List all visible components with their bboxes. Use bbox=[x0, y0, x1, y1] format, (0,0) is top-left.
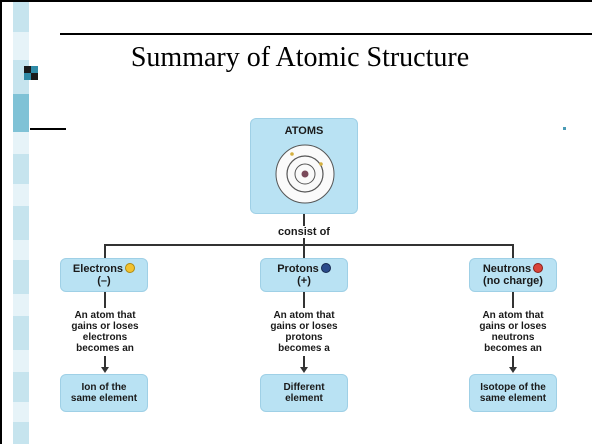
electron-dot-icon bbox=[125, 263, 136, 273]
protons-description: An atom that gains or loses protons beco… bbox=[259, 310, 349, 354]
result-line: Ion of the bbox=[81, 382, 127, 393]
title-rule-top bbox=[60, 33, 592, 35]
slide-left-border bbox=[0, 0, 2, 444]
branch-line bbox=[512, 244, 514, 258]
description-line: gains or loses bbox=[270, 321, 338, 332]
result-line: element bbox=[285, 393, 323, 404]
description-line: gains or loses bbox=[479, 321, 547, 332]
description-line: An atom that bbox=[482, 310, 544, 321]
result-line: same element bbox=[479, 393, 547, 404]
decorative-dot bbox=[563, 127, 566, 130]
arrow-down-icon bbox=[101, 367, 109, 373]
arrow-down-icon bbox=[300, 367, 308, 373]
description-line: becomes a bbox=[278, 343, 330, 354]
protons-charge: (+) bbox=[297, 275, 311, 287]
result-line: Different bbox=[283, 382, 325, 393]
description-line: gains or loses bbox=[71, 321, 139, 332]
connector-label: consist of bbox=[278, 226, 330, 238]
title-rule-bottom bbox=[30, 128, 66, 130]
arrow-line bbox=[303, 356, 305, 368]
atoms-node: ATOMS bbox=[250, 118, 358, 214]
neutron-dot-icon bbox=[533, 263, 544, 273]
electrons-description: An atom that gains or loses electrons be… bbox=[60, 310, 150, 354]
branch-line bbox=[303, 244, 305, 258]
description-line: An atom that bbox=[74, 310, 136, 321]
slide-title: Summary of Atomic Structure bbox=[130, 42, 470, 73]
atoms-label: ATOMS bbox=[284, 125, 324, 137]
arrow-line bbox=[512, 356, 514, 368]
arrow-line bbox=[104, 356, 106, 368]
electrons-node: Electrons (–) bbox=[60, 258, 148, 292]
connector-line bbox=[303, 238, 305, 244]
result-line: same element bbox=[70, 393, 138, 404]
branch-line bbox=[303, 292, 305, 308]
description-line: An atom that bbox=[273, 310, 335, 321]
proton-dot-icon bbox=[320, 263, 331, 273]
decorative-side-strip bbox=[13, 2, 29, 444]
neutrons-description: An atom that gains or loses neutrons bec… bbox=[468, 310, 558, 354]
description-line: neutrons bbox=[491, 332, 535, 343]
electrons-label: Electrons bbox=[72, 263, 124, 275]
branch-bar bbox=[104, 244, 514, 246]
atom-model-icon bbox=[275, 144, 335, 204]
electrons-result: Ion of the same element bbox=[60, 374, 148, 412]
description-line: protons bbox=[285, 332, 323, 343]
neutrons-node: Neutrons (no charge) bbox=[469, 258, 557, 292]
description-line: becomes an bbox=[76, 343, 134, 354]
arrow-down-icon bbox=[509, 367, 517, 373]
protons-result: Different element bbox=[260, 374, 348, 412]
protons-label: Protons bbox=[277, 263, 319, 275]
electrons-charge: (–) bbox=[97, 275, 111, 287]
result-line: Isotope of the bbox=[480, 382, 546, 393]
description-line: electrons bbox=[82, 332, 128, 343]
slide-top-border bbox=[0, 0, 592, 2]
branch-line bbox=[104, 292, 106, 308]
protons-node: Protons (+) bbox=[260, 258, 348, 292]
neutrons-result: Isotope of the same element bbox=[469, 374, 557, 412]
neutrons-label: Neutrons bbox=[482, 263, 532, 275]
connector-line bbox=[303, 214, 305, 226]
neutrons-charge: (no charge) bbox=[483, 275, 543, 287]
description-line: becomes an bbox=[484, 343, 542, 354]
branch-line bbox=[512, 292, 514, 308]
branch-line bbox=[104, 244, 106, 258]
